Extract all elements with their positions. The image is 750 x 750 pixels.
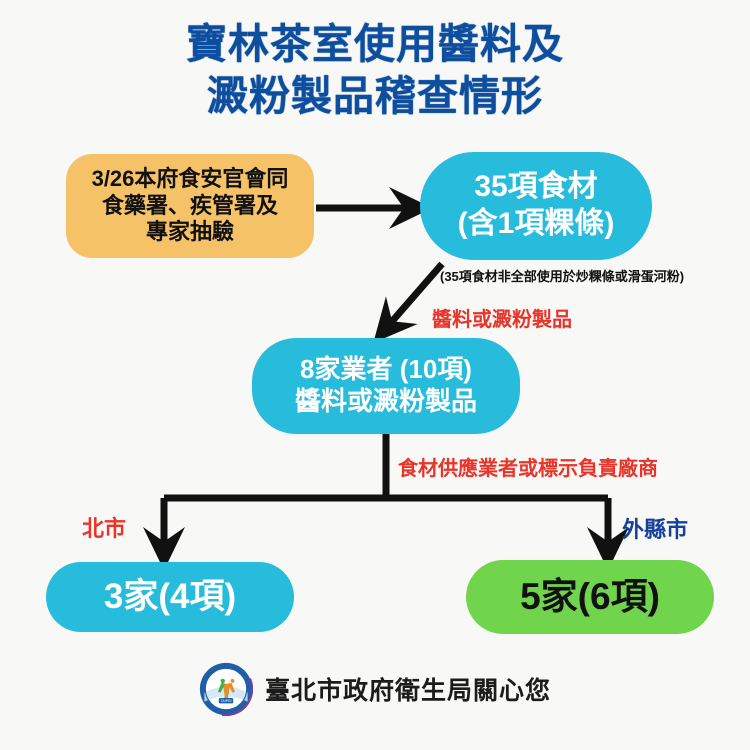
node-result-taipei-label: 3家(4項): [103, 576, 237, 616]
page-title: 寶林茶室使用醬料及 澱粉製品稽查情形: [0, 18, 750, 123]
node-vendors-line-2: 醬料或澱粉製品: [294, 386, 477, 416]
node-result-outside-label: 5家(6項): [520, 576, 660, 618]
annotation-supplier-or-labeled: 食材供應業者或標示負責廠商: [398, 458, 658, 480]
node-result-outside: 5家(6項): [466, 560, 714, 634]
annotation-sauce-or-starch: 醬料或澱粉製品: [432, 309, 572, 331]
footer-text: 臺北市政府衛生局關心您: [264, 677, 551, 705]
node-vendors-sauce-starch: 8家業者 (10項) 醬料或澱粉製品: [252, 338, 520, 434]
annotation-branch-taipei: 北市: [82, 516, 127, 541]
node-ingredients-total: 35項食材 (含1項粿條): [420, 152, 652, 260]
node-sampling-action: 3/26本府食安官會同 食藥署、疾管署及 專家抽驗: [66, 154, 314, 258]
annotation-branch-outside: 外縣市: [622, 517, 689, 542]
node-ingredients-line-1: 35項食材: [474, 170, 598, 204]
node-ingredients-line-2: (含1項粿條): [457, 207, 615, 240]
taipei-city-health-department-seal-icon: TAIPEI: [198, 662, 253, 716]
annotation-ingredients-note: (35項食材非全部使用於炒粿條或滑蛋河粉): [440, 269, 685, 284]
page-title-line-2: 澱粉製品稽查情形: [207, 73, 543, 120]
node-sampling-line-3: 專家抽驗: [145, 219, 234, 245]
page-title-line-1: 寶林茶室使用醬料及: [186, 21, 564, 67]
node-result-taipei: 3家(4項): [46, 562, 294, 632]
svg-text:TAIPEI: TAIPEI: [220, 699, 231, 703]
node-vendors-line-1: 8家業者 (10項): [300, 354, 472, 385]
footer: TAIPEI 臺北市政府衛生局關心您: [0, 662, 750, 716]
node-sampling-line-2: 食藥署、疾管署及: [101, 192, 278, 218]
node-sampling-line-1: 3/26本府食安官會同: [91, 165, 289, 191]
